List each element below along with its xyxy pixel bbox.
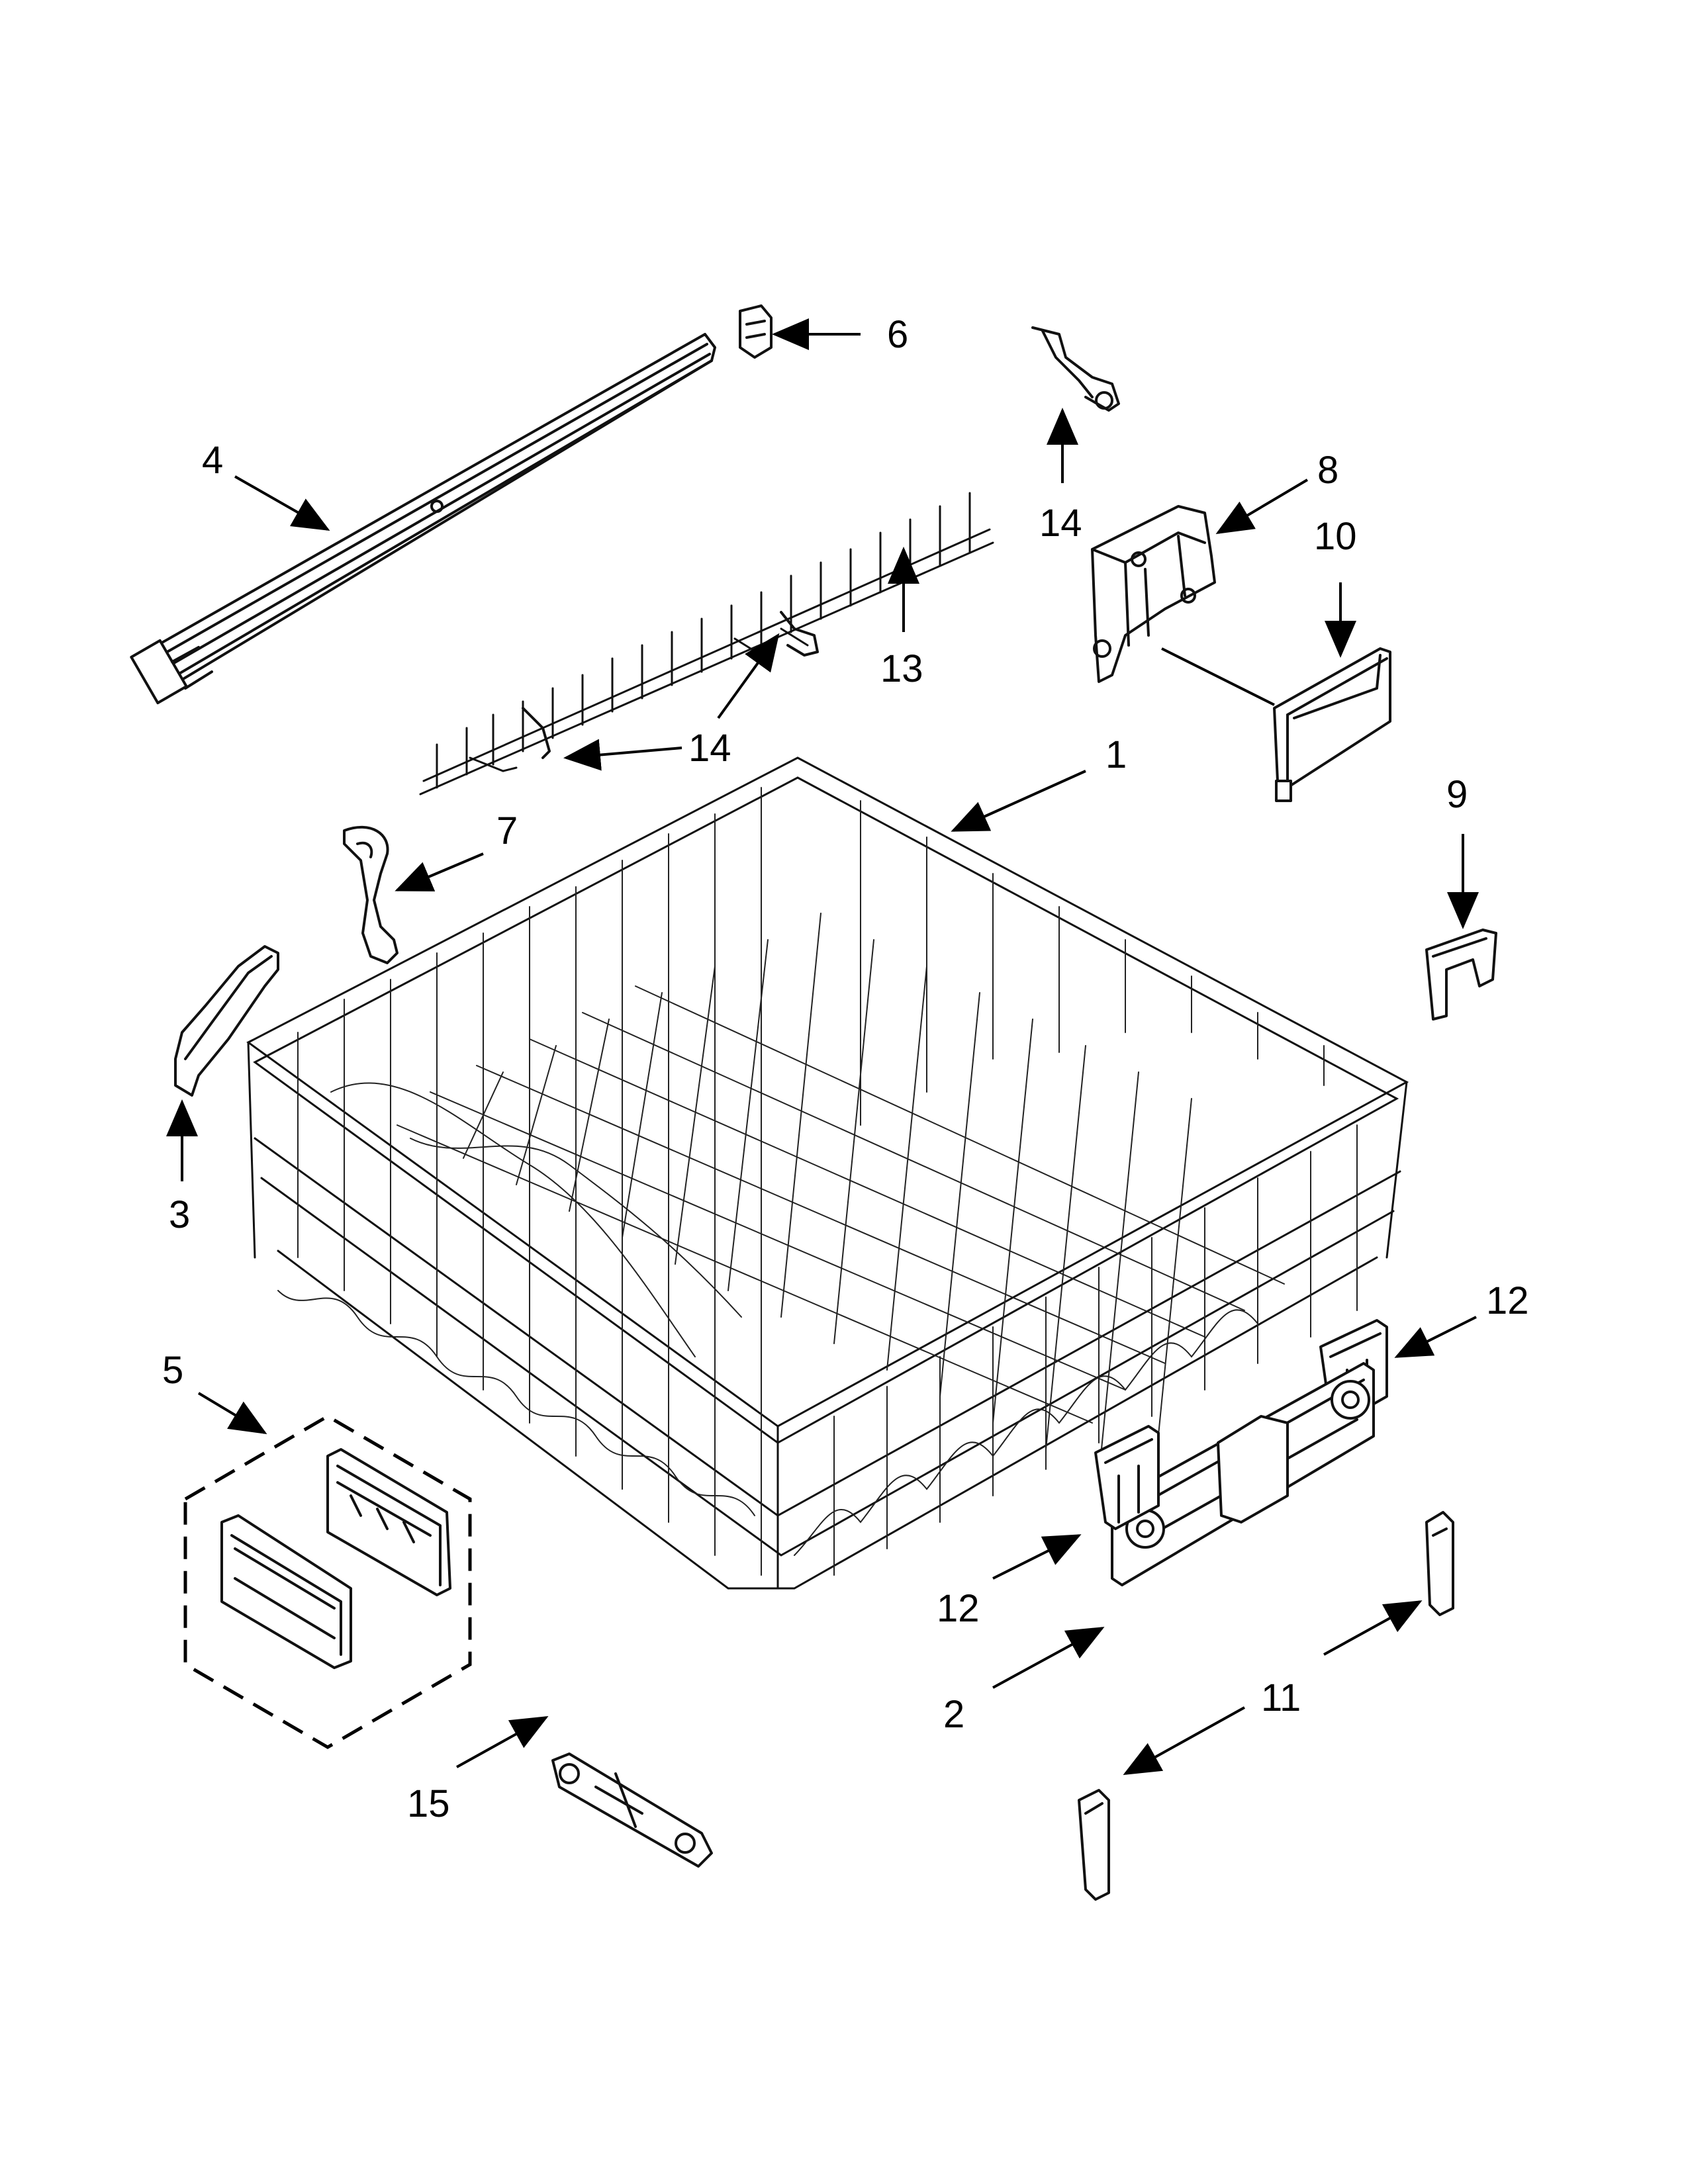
clip-part-10 <box>1273 647 1391 802</box>
callout-4: 4 <box>202 439 223 482</box>
rail-part-4 <box>130 333 716 705</box>
callout-15: 15 <box>407 1782 450 1825</box>
clip-part-12-left <box>1094 1425 1160 1530</box>
callout-9: 9 <box>1446 773 1468 816</box>
slide-part-2 <box>1111 1362 1375 1586</box>
rack-part-1 <box>246 756 1409 1590</box>
callout-8: 8 <box>1317 449 1338 492</box>
callout-7: 7 <box>496 809 518 852</box>
stop-part-11-upper <box>1425 1511 1454 1616</box>
leader-arrows <box>166 318 1479 1775</box>
callout-2: 2 <box>943 1693 964 1736</box>
callout-3: 3 <box>169 1193 190 1236</box>
callout-14-mid: 14 <box>688 727 731 770</box>
callout-10: 10 <box>1314 515 1357 558</box>
callout-5: 5 <box>162 1349 183 1392</box>
callout-1: 1 <box>1105 733 1127 776</box>
callout-6: 6 <box>887 313 908 356</box>
callout-12-right: 12 <box>1486 1279 1529 1322</box>
arm-part-3 <box>174 945 279 1097</box>
bracket-part-15 <box>551 1752 713 1868</box>
callout-13: 13 <box>880 647 923 690</box>
clip-part-9 <box>1425 929 1497 1021</box>
clip-part-6 <box>739 304 773 359</box>
bracket-part-8 <box>1091 505 1216 683</box>
clip-part-14-top <box>1031 326 1120 412</box>
callout-11: 11 <box>1261 1676 1301 1719</box>
callout-14-top: 14 <box>1039 502 1082 545</box>
stop-part-11-lower <box>1078 1789 1110 1901</box>
clip-part-7 <box>343 826 399 964</box>
handle-part-5 <box>183 1414 472 1749</box>
callout-labels: 6 4 14 8 10 13 14 1 9 7 3 12 5 12 11 2 1… <box>162 313 1529 1825</box>
callout-12-left: 12 <box>937 1587 980 1630</box>
